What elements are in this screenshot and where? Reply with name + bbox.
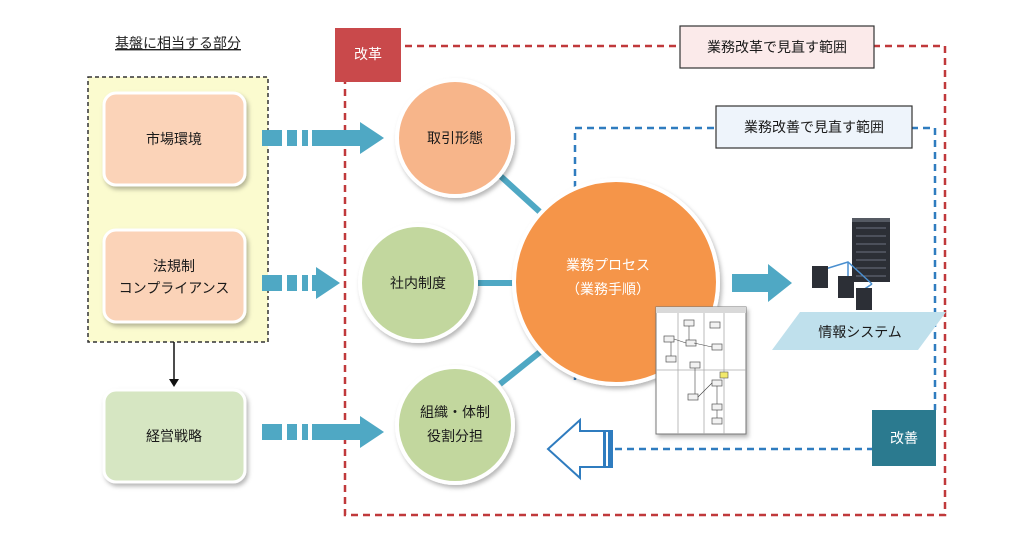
process-to-system-arrow (732, 264, 792, 302)
market-environment-box: 市場環境 (102, 91, 247, 187)
svg-text:経営戦略: 経営戦略 (146, 429, 202, 445)
svg-text:役割分担: 役割分担 (427, 428, 483, 445)
reform-badge: 改革 (335, 28, 401, 82)
internal-rules-circle: 社内制度 (358, 223, 478, 343)
foundation-title: 基盤に相当する部分 (115, 35, 241, 52)
law-to-internal-arrow (262, 267, 340, 299)
svg-text:業務プロセス: 業務プロセス (566, 258, 650, 274)
trade-form-circle: 取引形態 (395, 78, 515, 198)
strategy-to-org-arrow (262, 416, 384, 448)
organization-roles-circle: 組織・体制 役割分担 (395, 365, 515, 485)
improvement-return-arrow (546, 417, 613, 481)
svg-text:組織・体制: 組織・体制 (420, 405, 490, 421)
svg-text:業務改革で見直す範囲: 業務改革で見直す範囲 (707, 39, 847, 56)
server-rack-icon (812, 218, 890, 310)
svg-text:コンプライアンス: コンプライアンス (119, 281, 230, 297)
reform-scope-label: 業務改革で見直す範囲 (679, 25, 875, 69)
svg-text:社内制度: 社内制度 (390, 276, 446, 292)
svg-text:改善: 改善 (890, 431, 918, 447)
reform-scope-border (343, 44, 947, 517)
arrow-head-icon (169, 379, 179, 387)
svg-text:業務改善で見直す範囲: 業務改善で見直す範囲 (744, 119, 884, 136)
improvement-badge: 改善 (872, 410, 936, 466)
svg-text:改革: 改革 (354, 47, 382, 63)
market-to-trade-arrow (262, 122, 384, 154)
svg-text:取引形態: 取引形態 (427, 131, 483, 147)
svg-text:法規制: 法規制 (153, 259, 195, 275)
svg-text:市場環境: 市場環境 (146, 131, 202, 148)
svg-text:情報システム: 情報システム (818, 325, 902, 341)
flowchart-document-icon (655, 306, 747, 435)
svg-text:（業務手順）: （業務手順） (566, 282, 650, 298)
regulation-compliance-box: 法規制 コンプライアンス (102, 228, 247, 324)
improvement-scope-label: 業務改善で見直す範囲 (715, 105, 913, 149)
information-system-label: 情報システム (772, 312, 946, 350)
management-strategy-box: 経営戦略 (102, 388, 247, 484)
